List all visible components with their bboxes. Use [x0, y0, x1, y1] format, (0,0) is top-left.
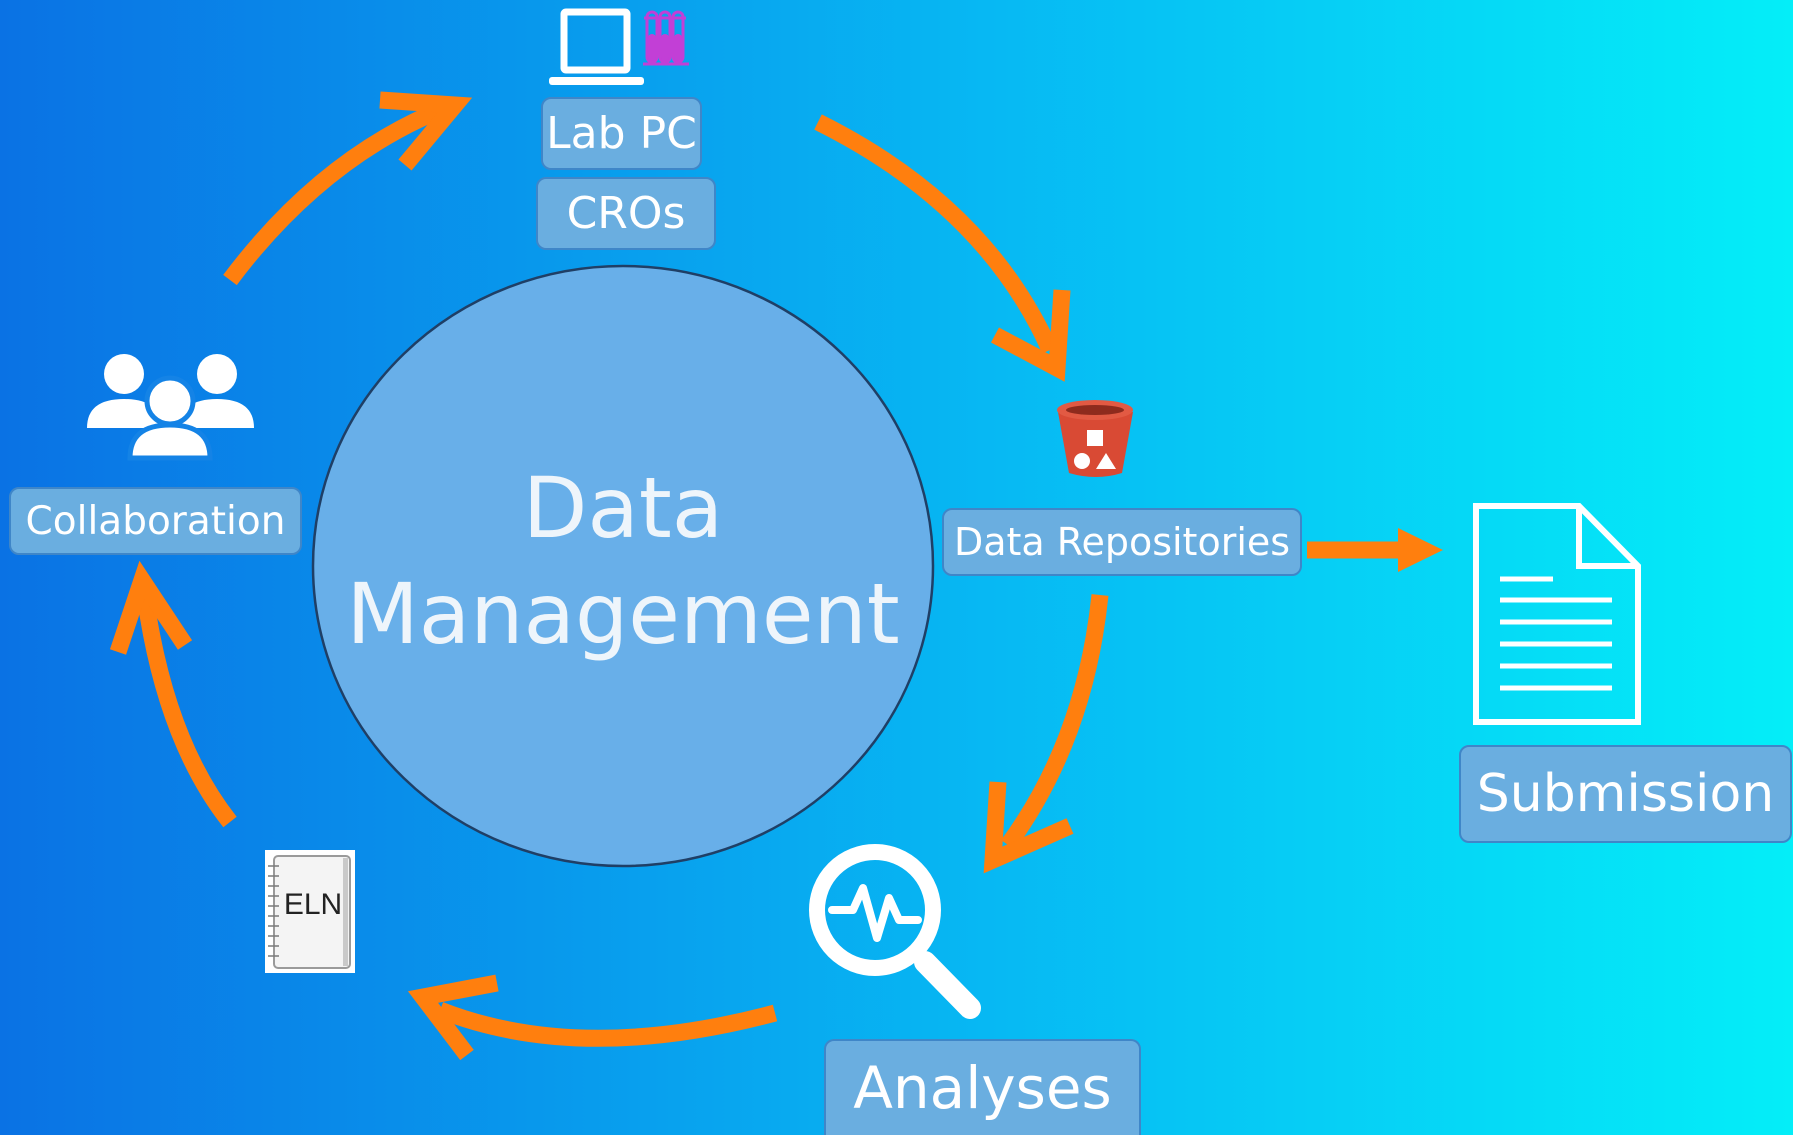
data-management-circle — [311, 264, 935, 868]
data-repositories-label: Data Repositories — [942, 508, 1302, 576]
arrowhead-submission — [1398, 528, 1443, 572]
arrows — [109, 91, 1400, 1061]
lab-pc-label: Lab PC — [541, 97, 702, 170]
center-title: Data Management — [313, 455, 933, 667]
arrowhead-eln — [407, 974, 499, 1061]
laptop-icon — [549, 8, 644, 85]
arrowhead-repositories — [991, 289, 1071, 382]
bucket-icon — [1057, 400, 1133, 477]
center-title-line1: Data — [522, 459, 724, 557]
test-tubes-icon — [643, 10, 689, 66]
arrow-collab-to-labpc — [223, 102, 444, 286]
arrowhead-labpc — [379, 91, 473, 171]
arrow-eln-to-collab — [136, 593, 237, 828]
cros-label: CROs — [536, 177, 716, 250]
arrow-analyses-to-eln — [436, 1002, 778, 1047]
arrowhead-collab — [109, 560, 193, 655]
center-title-line2: Management — [346, 565, 900, 663]
submission-label: Submission — [1459, 745, 1792, 843]
arrow-labpc-to-repositories — [814, 114, 1058, 354]
analyses-label: Analyses — [824, 1039, 1141, 1135]
collaboration-label: Collaboration — [9, 487, 302, 555]
magnifier-pulse-icon — [809, 844, 981, 1019]
arrowhead-analyses — [983, 781, 1074, 874]
arrow-repositories-to-analyses — [1001, 594, 1109, 851]
document-icon — [1473, 503, 1641, 725]
notebook-icon: ELN — [265, 850, 355, 973]
people-icon — [87, 354, 254, 461]
eln-label: ELN — [284, 888, 342, 921]
